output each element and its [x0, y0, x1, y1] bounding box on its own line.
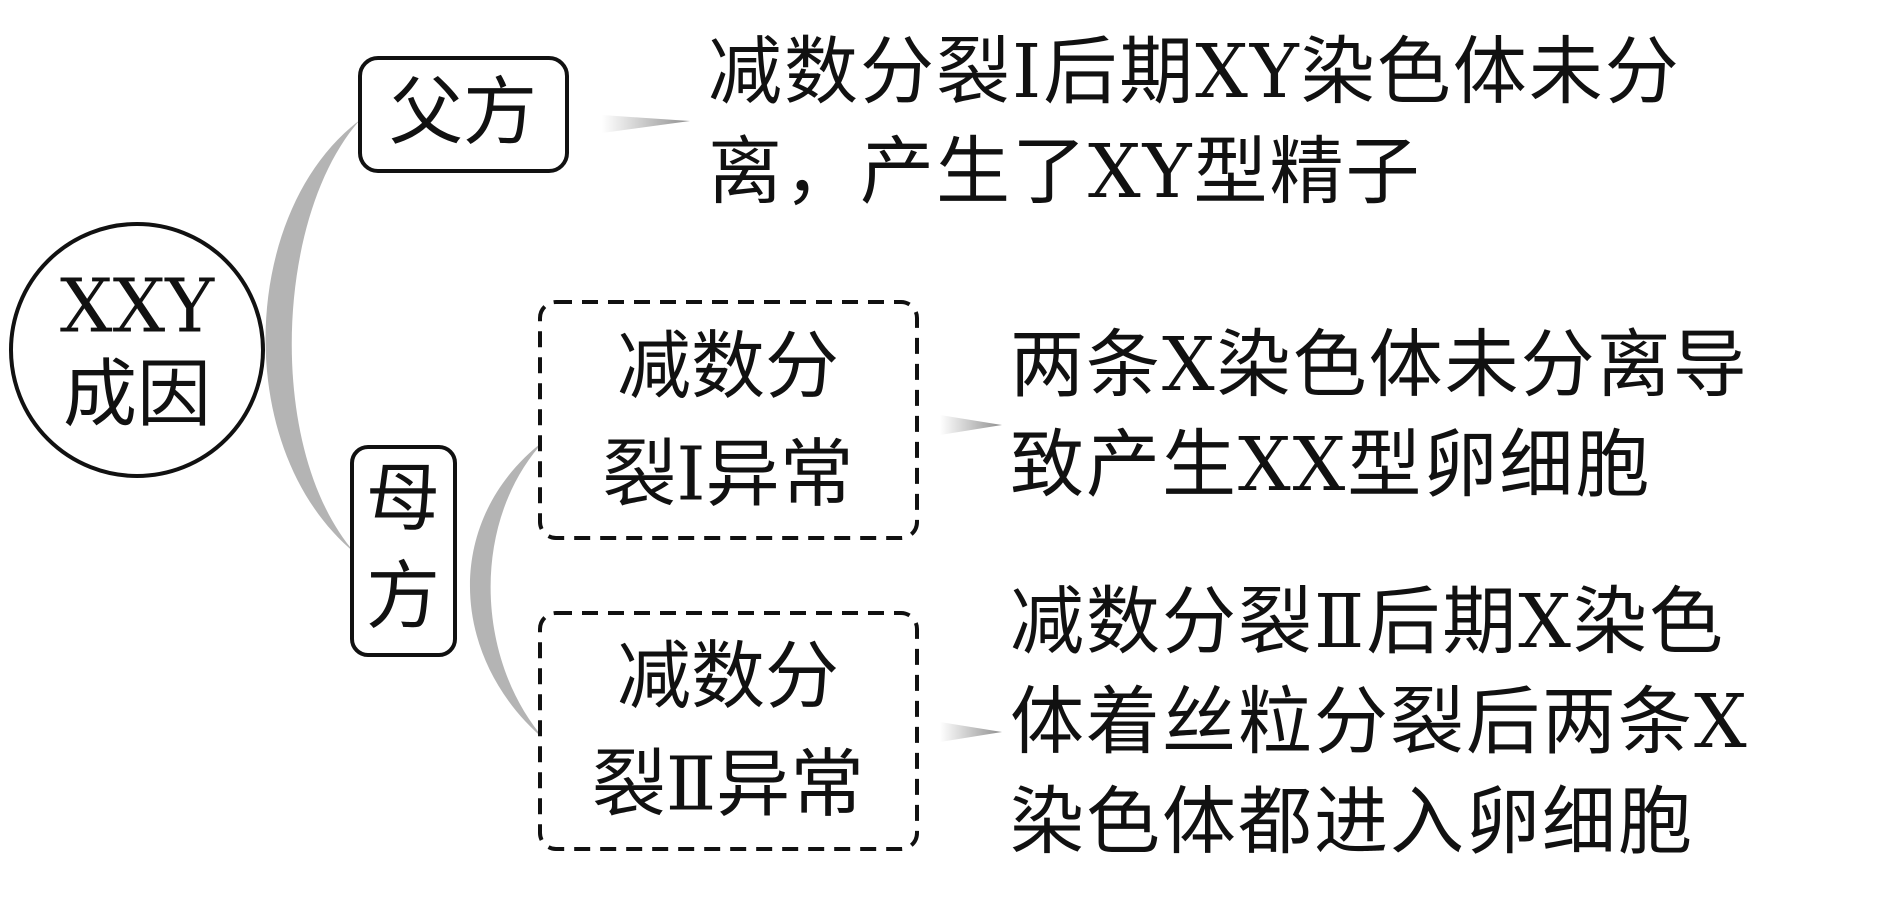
meiosis-1-description-line1: 两条X染色体未分离导 — [1010, 322, 1749, 408]
father-label: 父方 — [389, 69, 537, 155]
meiosis-1-label-line1: 减数分 — [617, 323, 839, 409]
meiosis-2-label-line2: 裂Ⅱ异常 — [592, 741, 864, 827]
connector-mother-branches — [469, 440, 545, 740]
meiosis-2-description: 减数分裂Ⅱ后期X染色 体着丝粒分裂后两条X 染色体都进入卵细胞 — [1010, 572, 1749, 872]
meiosis-1-abnormal-node: 减数分 裂Ⅰ异常 — [538, 300, 919, 540]
father-description-line2: 离，产生了XY型精子 — [708, 129, 1422, 215]
root-node: XXY 成因 — [9, 222, 265, 478]
meiosis-1-description-line2: 致产生XX型卵细胞 — [1010, 422, 1652, 508]
meiosis-2-label-line1: 减数分 — [617, 633, 839, 719]
root-label-line1: XXY — [60, 263, 215, 349]
meiosis-2-abnormal-node: 减数分 裂Ⅱ异常 — [538, 611, 919, 851]
mother-node: 母 方 — [350, 445, 457, 657]
mother-label-line1: 母 — [366, 455, 440, 541]
arrow-father-to-description — [602, 115, 690, 133]
meiosis-1-description: 两条X染色体未分离导 致产生XX型卵细胞 — [1010, 315, 1749, 515]
arrow-meiosis-2-to-description — [940, 722, 1002, 742]
meiosis-2-description-line2: 体着丝粒分裂后两条X — [1010, 679, 1749, 765]
father-description-line1: 减数分裂Ⅰ后期XY染色体未分 — [708, 29, 1681, 115]
arrow-meiosis-1-to-description — [940, 415, 1002, 435]
root-label-line2: 成因 — [63, 351, 211, 437]
meiosis-2-description-line1: 减数分裂Ⅱ后期X染色 — [1010, 579, 1725, 665]
connector-root-branches — [265, 120, 360, 553]
meiosis-1-label-line2: 裂Ⅰ异常 — [602, 431, 853, 517]
mother-label-line2: 方 — [366, 553, 440, 639]
meiosis-2-description-line3: 染色体都进入卵细胞 — [1010, 779, 1694, 865]
father-description: 减数分裂Ⅰ后期XY染色体未分 离，产生了XY型精子 — [708, 22, 1681, 222]
father-node: 父方 — [358, 56, 569, 173]
